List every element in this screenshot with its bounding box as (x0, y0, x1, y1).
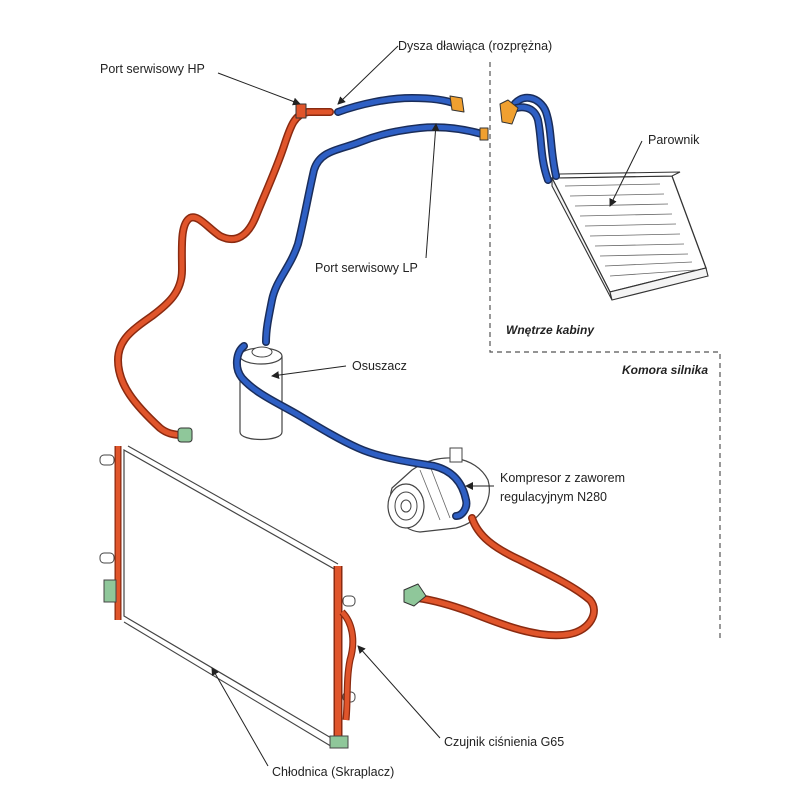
high-pressure-lines (114, 103, 598, 640)
label-dryer: Osuszacz (352, 359, 407, 373)
label-condenser: Chłodnica (Skraplacz) (272, 765, 394, 779)
cabin-boundary (489, 62, 721, 640)
label-cabin-interior: Wnętrze kabiny (506, 323, 595, 337)
evaporator-pipes (499, 94, 560, 184)
label-compressor-line1: Kompresor z zaworem (500, 471, 625, 485)
leader-lines (211, 45, 643, 767)
label-hp-port: Port serwisowy HP (100, 62, 205, 76)
low-pressure-lines (233, 94, 489, 520)
label-pressure-sensor: Czujnik ciśnienia G65 (444, 735, 564, 749)
condenser (99, 445, 357, 749)
label-evaporator: Parownik (648, 133, 700, 147)
label-lp-port: Port serwisowy LP (315, 261, 418, 275)
evaporator (550, 171, 709, 301)
label-engine-bay: Komora silnika (622, 363, 708, 377)
label-compressor-line2: regulacyjnym N280 (500, 490, 607, 504)
label-expansion-valve: Dysza dławiąca (rozprężna) (398, 39, 552, 53)
